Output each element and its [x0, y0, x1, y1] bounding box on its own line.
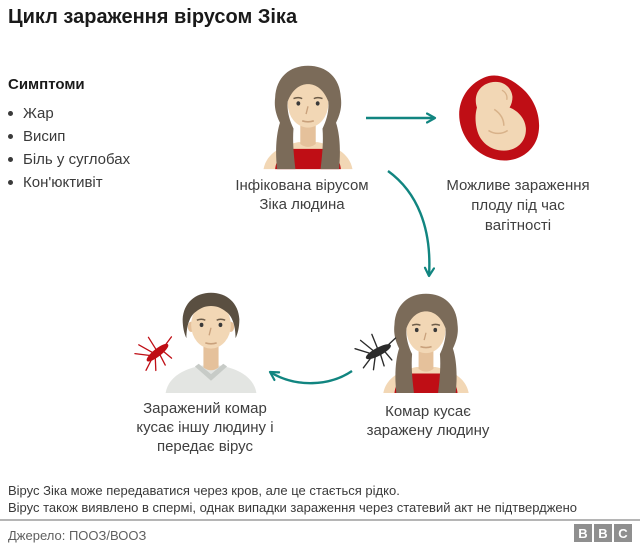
footnote: Вірус також виявлено в спермі, однак вип…	[8, 500, 578, 515]
list-item: Кон'юктивіт	[8, 171, 130, 194]
source-text: Джерело: ПООЗ/ВООЗ	[8, 528, 147, 543]
symptom-label: Жар	[23, 105, 54, 122]
infected-person-label: Інфікована вірусом Зіка людина	[235, 177, 369, 213]
bite-label: Комар кусає заражену людину	[366, 403, 490, 439]
bbc-logo-letter: B	[574, 524, 592, 542]
symptom-label: Біль у суглобах	[23, 151, 131, 168]
bullet-icon	[8, 157, 13, 162]
bbc-logo: B B C	[574, 524, 632, 542]
symptom-label: Висип	[23, 128, 66, 145]
curved-arrow-left-icon	[270, 370, 353, 385]
list-item: Жар	[8, 102, 130, 125]
bullet-icon	[8, 111, 13, 116]
page-title: Цикл зараження вірусом Зіка	[8, 6, 298, 28]
fetus-label: Можливе зараження плоду під час вагітнос…	[446, 177, 590, 234]
list-item: Висип	[8, 125, 130, 148]
divider	[0, 519, 640, 521]
bbc-logo-letter: B	[594, 524, 612, 542]
bullet-icon	[8, 134, 13, 139]
mosquito-icon	[354, 327, 402, 375]
symptoms-list: Жар Висип Біль у суглобах Кон'юктивіт	[8, 102, 130, 194]
infected-mosquito-icon	[134, 329, 180, 375]
symptoms-heading: Симптоми	[8, 76, 85, 93]
fetus-icon	[452, 70, 548, 168]
symptom-label: Кон'юктивіт	[23, 174, 103, 191]
bullet-icon	[8, 180, 13, 185]
list-item: Біль у суглобах	[8, 148, 130, 171]
transmit-label: Заражений комар кусає іншу людину і пере…	[136, 400, 274, 455]
infected-person-icon	[250, 62, 366, 170]
footnote: Вірус Зіка може передаватися через кров,…	[8, 483, 400, 498]
bbc-logo-letter: C	[614, 524, 632, 542]
